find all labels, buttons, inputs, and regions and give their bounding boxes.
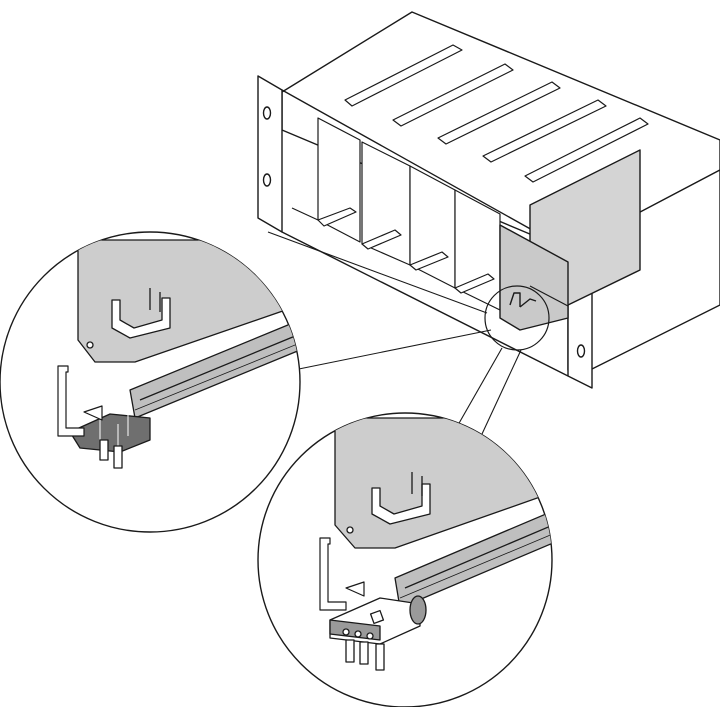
insertion-arrow-icon bbox=[57, 365, 85, 437]
insertion-arrow-icon bbox=[319, 537, 347, 611]
detail-view-clip-removal bbox=[0, 231, 301, 533]
detail-view-clip-inserted bbox=[257, 412, 553, 707]
callout-leader-lines bbox=[267, 231, 522, 435]
detail-reference-circle bbox=[484, 285, 550, 351]
plate-clip bbox=[509, 292, 537, 308]
inserted-plate bbox=[499, 224, 569, 331]
left-mounting-flange bbox=[257, 75, 283, 233]
bottom-guide-rails bbox=[291, 207, 569, 307]
flange-hole-icon bbox=[262, 173, 272, 187]
subrack-housing bbox=[257, 11, 720, 389]
flange-hole-icon bbox=[576, 344, 586, 358]
flange-hole-icon bbox=[262, 106, 272, 120]
top-guide-rails bbox=[344, 44, 649, 183]
